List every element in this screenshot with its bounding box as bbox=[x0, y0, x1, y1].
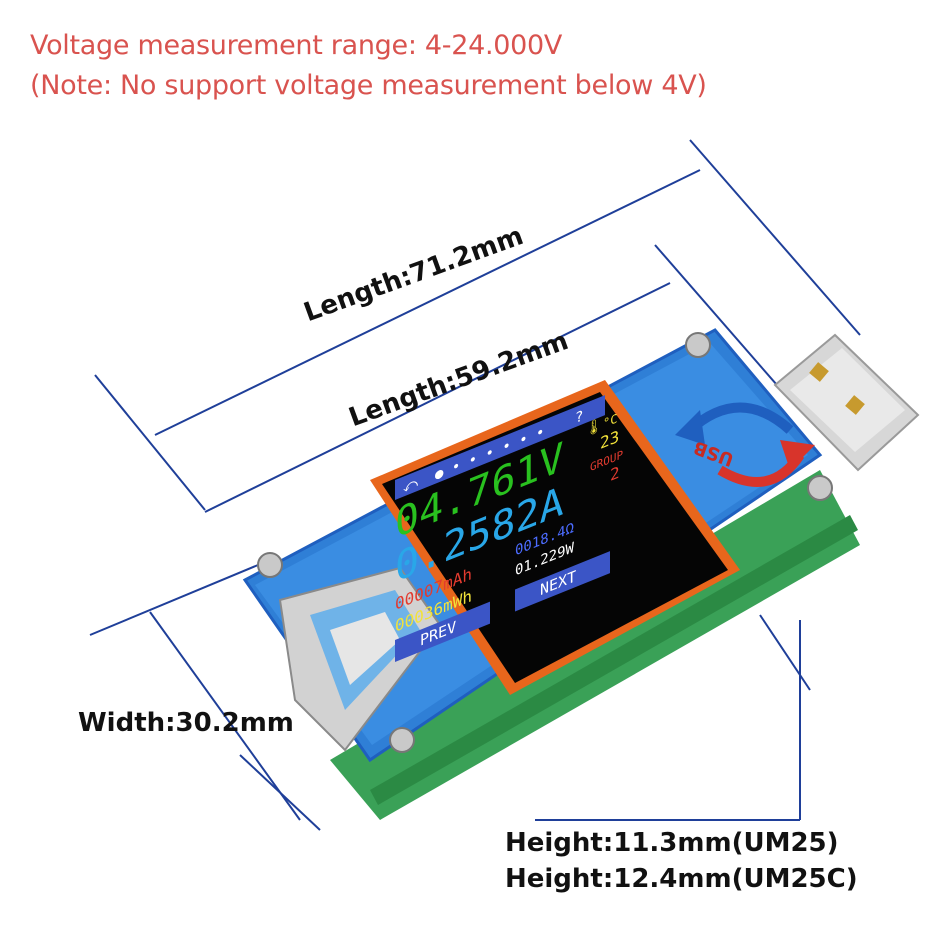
screw-icon bbox=[807, 475, 833, 501]
usb-plug bbox=[773, 333, 920, 472]
height-um25-label: Height:11.3mm(UM25) bbox=[505, 828, 839, 858]
voltage-note: (Note: No support voltage measurement be… bbox=[30, 70, 707, 101]
top-bar bbox=[395, 395, 605, 500]
temp-unit: °C bbox=[603, 411, 617, 431]
arrow-blue-icon bbox=[675, 410, 705, 445]
lcd-screen: ⤺ ● • • • • • • ? 04.761V 🌡 °C 23 GROUP … bbox=[370, 380, 740, 695]
screw-icon bbox=[257, 552, 283, 578]
usb-receptacle bbox=[278, 566, 442, 752]
thermometer-icon: 🌡 bbox=[585, 416, 603, 440]
help-icon: ? bbox=[575, 407, 583, 427]
screw-icon bbox=[685, 332, 711, 358]
temperature-value: 23 bbox=[600, 427, 619, 453]
group-value: 2 bbox=[610, 463, 620, 485]
range-note: Voltage measurement range: 4-24.000V bbox=[30, 30, 563, 61]
screw-icon bbox=[389, 727, 415, 753]
dimension-lines bbox=[89, 139, 861, 831]
return-icon: ⤺ bbox=[403, 474, 418, 497]
width-label: Width:30.2mm bbox=[78, 708, 294, 738]
prev-button bbox=[395, 601, 490, 662]
arrow-red-icon bbox=[780, 440, 815, 470]
height-um25c-label: Height:12.4mm(UM25C) bbox=[505, 864, 858, 894]
next-button bbox=[515, 551, 610, 612]
